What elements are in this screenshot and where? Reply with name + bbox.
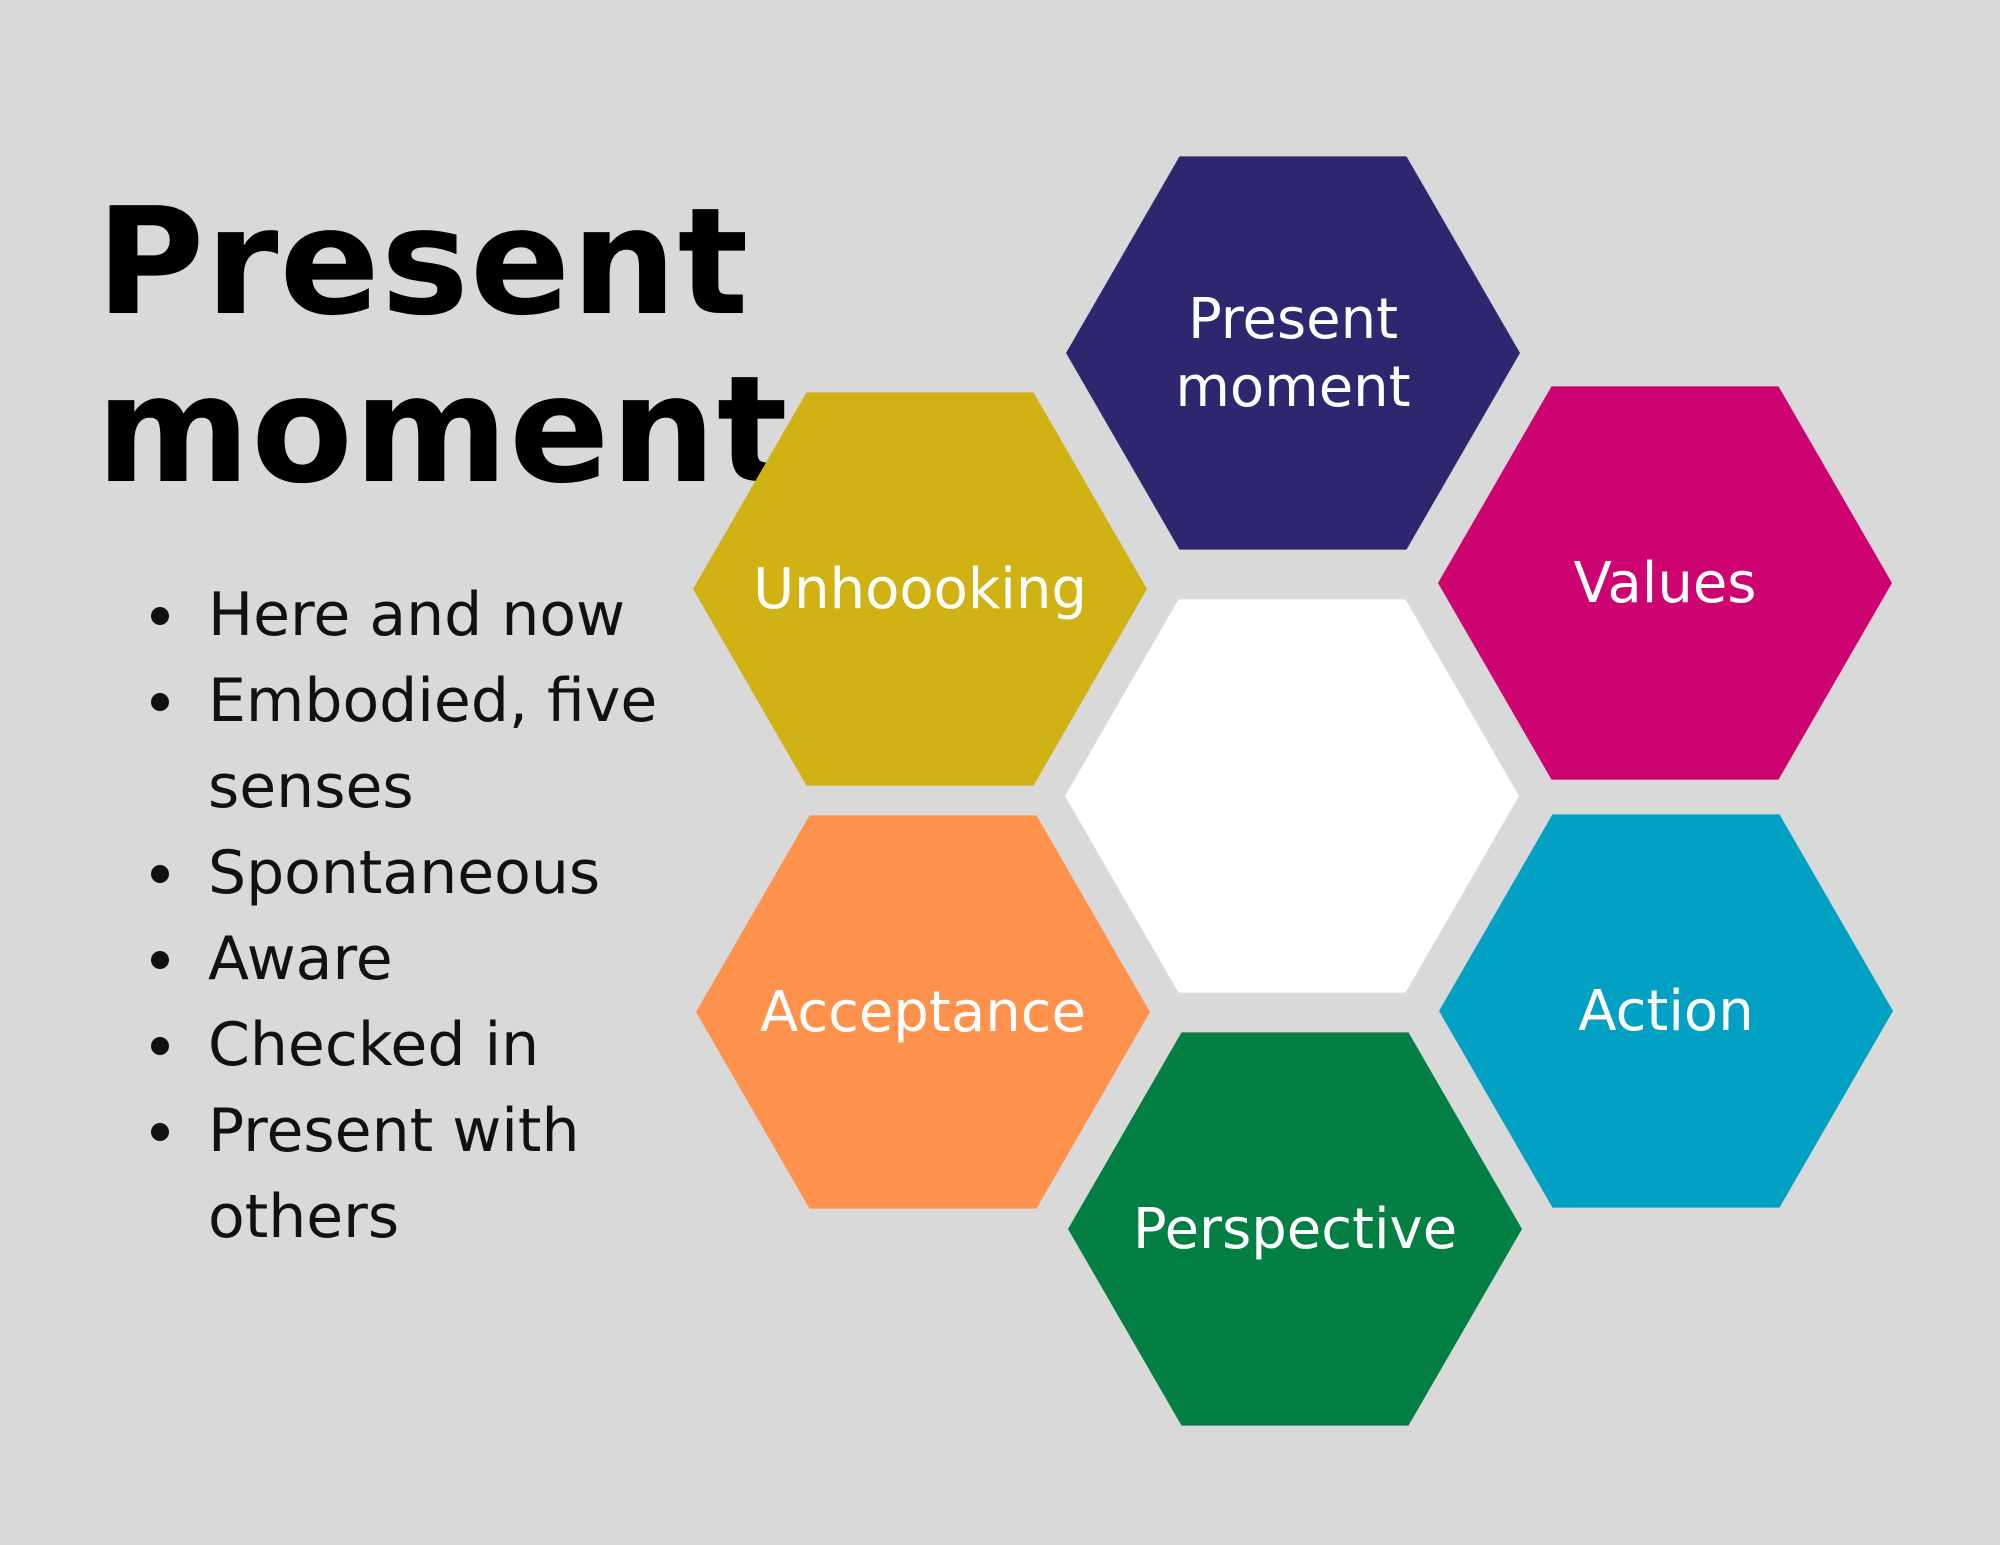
list-item-text: Embodied, five xyxy=(208,666,658,736)
hexagon-shape-vitality xyxy=(1065,599,1519,993)
hexagon-values: Values xyxy=(1438,386,1892,780)
list-item-text: others xyxy=(208,1182,400,1252)
list-item-text: Checked in xyxy=(208,1010,540,1080)
list-item: Aware xyxy=(145,916,705,1002)
bullet-dot-icon xyxy=(151,865,169,883)
hexagon-label-acceptance: Acceptance xyxy=(760,980,1086,1045)
page-title-line-1: Present xyxy=(96,176,750,348)
hexagon-shape-action xyxy=(1439,814,1893,1208)
hexagon-acceptance: Acceptance xyxy=(696,815,1150,1209)
bullet-dot-icon xyxy=(151,1037,169,1055)
hexagon-action: Action xyxy=(1439,814,1893,1208)
hexagon-label-values: Values xyxy=(1574,551,1757,616)
bullet-dot-icon xyxy=(151,693,169,711)
hexagon-shape-present-moment xyxy=(1066,156,1520,550)
bullet-dot-icon xyxy=(151,951,169,969)
hexagon-label-vitality: Vitality xyxy=(1178,764,1406,829)
list-item-text: Here and now xyxy=(208,580,626,650)
hexagon-perspective: Perspective xyxy=(1068,1032,1522,1426)
hexagon-label-present-moment: moment xyxy=(1175,355,1410,420)
bullet-dot-icon xyxy=(151,607,169,625)
hexagon-vitality: Vitality xyxy=(1065,599,1519,993)
hexagon-shape-unhooking xyxy=(693,392,1147,786)
list-item: Embodied, five senses xyxy=(145,658,705,830)
hexagon-label-present-moment: Present xyxy=(1188,287,1398,352)
list-item: Spontaneous xyxy=(145,830,705,916)
page-title: Present moment xyxy=(96,178,789,514)
list-item-text: Present with xyxy=(208,1096,580,1166)
list-item: Checked in xyxy=(145,1002,705,1088)
list-item: Present with others xyxy=(145,1088,705,1260)
hexagon-label-unhooking: Unhoooking xyxy=(753,557,1087,622)
bullet-dot-icon xyxy=(151,1123,169,1141)
list-item-text: Spontaneous xyxy=(208,838,601,908)
hexagon-unhooking: Unhoooking xyxy=(693,392,1147,786)
hexagon-shape-perspective xyxy=(1068,1032,1522,1426)
hexagon-shape-values xyxy=(1438,386,1892,780)
list-item-text: senses xyxy=(208,752,414,822)
hexagon-shape-acceptance xyxy=(696,815,1150,1209)
list-item: Here and now xyxy=(145,572,705,658)
hexagon-label-perspective: Perspective xyxy=(1133,1197,1457,1262)
page-title-line-2: moment xyxy=(96,344,789,516)
list-item-text: Aware xyxy=(208,924,393,994)
hexagon-label-action: Action xyxy=(1578,979,1753,1044)
